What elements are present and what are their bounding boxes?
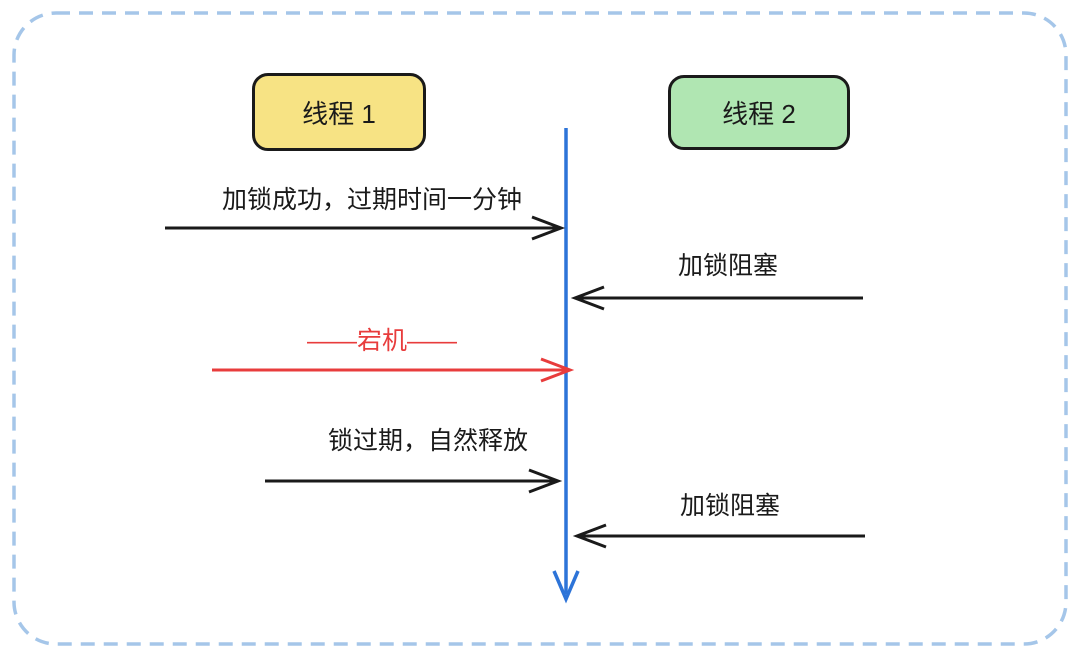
right-arrowhead-icon xyxy=(540,357,575,383)
thread2-label: 线程 2 xyxy=(722,99,796,129)
message-label-lock-blocked-2: 加锁阻塞 xyxy=(679,492,781,520)
right-arrowhead-icon xyxy=(528,468,563,494)
message-arrow-lock-expired xyxy=(265,468,563,494)
thread1-label: 线程 1 xyxy=(302,98,376,129)
message-arrow-lock-blocked-1 xyxy=(570,285,863,311)
message-arrow-lock-blocked-2 xyxy=(572,523,865,549)
timeline-down-arrowhead-icon xyxy=(552,570,580,604)
message-arrow-lock-success xyxy=(165,215,566,241)
message-label-lock-expired: 锁过期，自然释放 xyxy=(327,427,529,455)
message-label-lock-success: 加锁成功，过期时间一分钟 xyxy=(221,186,523,214)
crash-arrow xyxy=(212,357,575,383)
timeline-lifeline xyxy=(552,128,580,604)
left-arrowhead-icon xyxy=(572,523,607,549)
crash-label: ——宕机—— xyxy=(306,327,458,355)
thread2-box: 线程 2 xyxy=(668,75,850,150)
right-arrowhead-icon xyxy=(531,215,566,241)
left-arrowhead-icon xyxy=(570,285,605,311)
message-label-lock-blocked-1: 加锁阻塞 xyxy=(677,252,779,280)
dashed-border xyxy=(12,11,1068,646)
thread1-box: 线程 1 xyxy=(252,73,426,151)
